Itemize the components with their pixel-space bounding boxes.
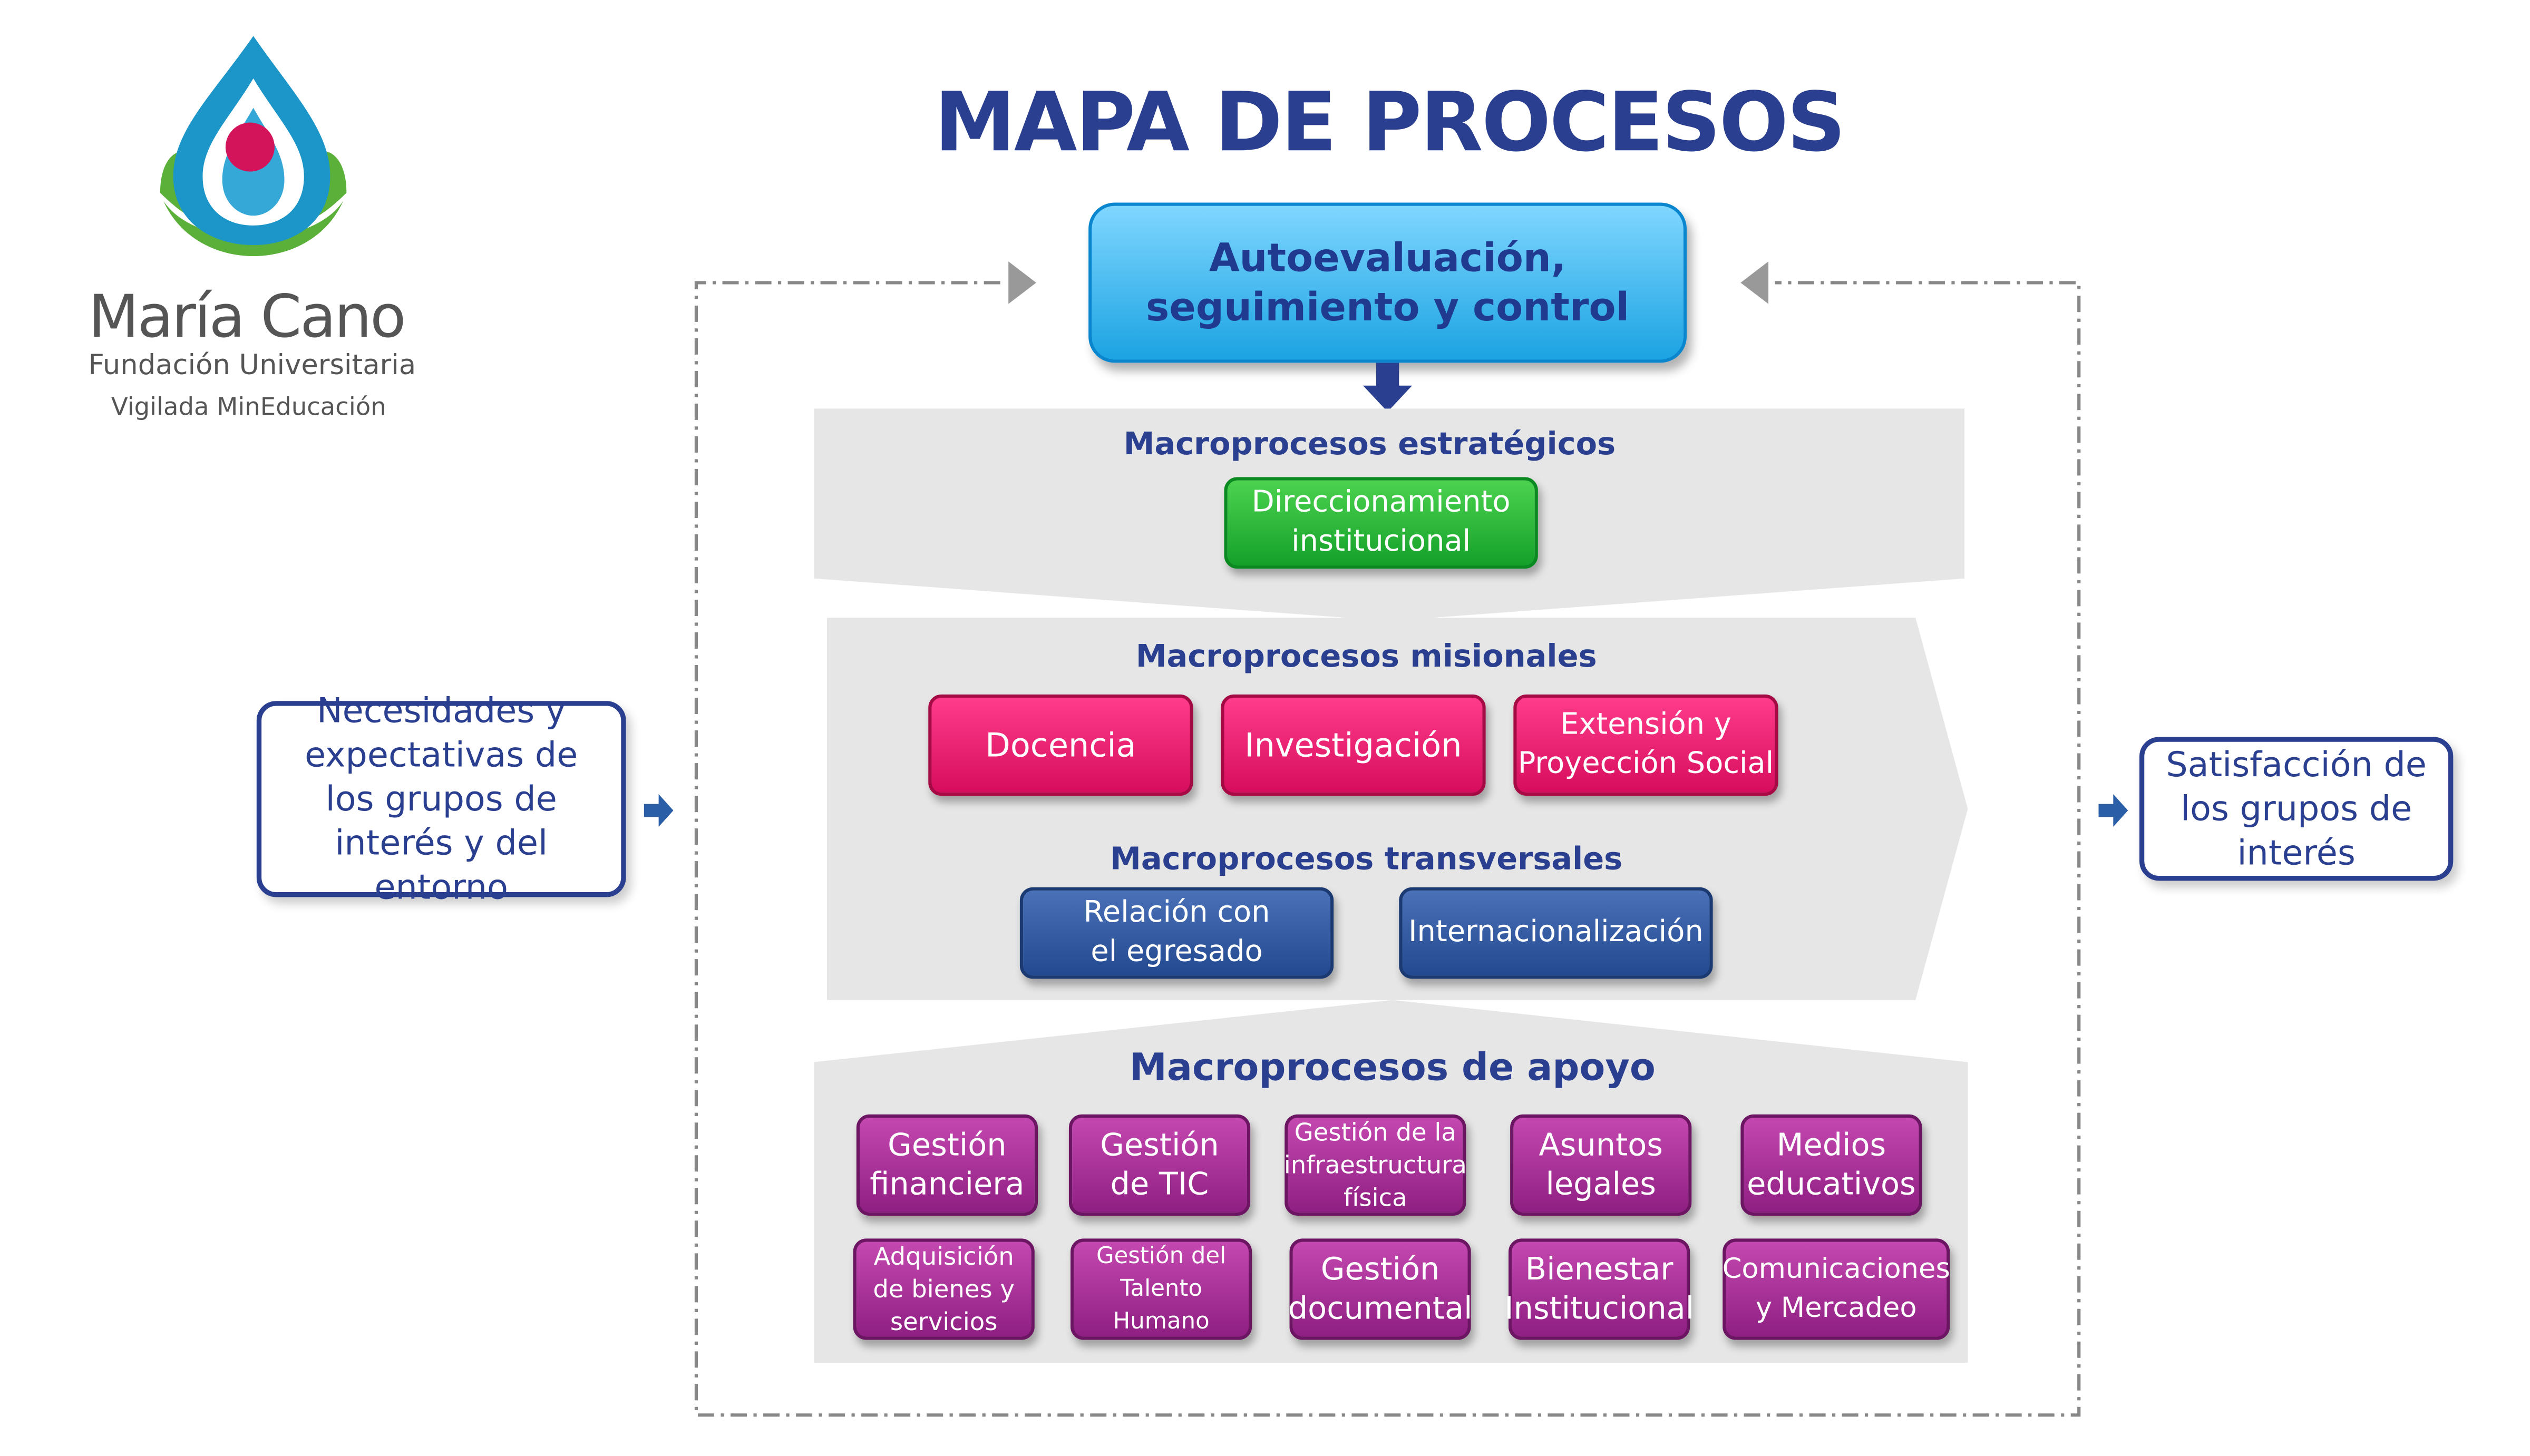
support-process-7: Gestión documental bbox=[1288, 1238, 1473, 1340]
support-process-5: Adquisición de bienes y servicios bbox=[853, 1238, 1035, 1340]
support-title: Macroprocesos de apoyo bbox=[1129, 1047, 1656, 1090]
arrow-right-icon bbox=[2098, 794, 2128, 827]
support-process-4: Medios educativos bbox=[1740, 1114, 1922, 1216]
output-satisfaction-box: Satisfacción de los grupos de interés bbox=[2139, 737, 2454, 881]
logo-icon bbox=[160, 36, 347, 257]
transversal-process-0: Relación con el egresado bbox=[1019, 887, 1334, 979]
support-process-0: Gestión financiera bbox=[856, 1114, 1038, 1216]
transversal-title: Macroprocesos transversales bbox=[1110, 841, 1623, 878]
strategic-process-0: Direccionamiento institucional bbox=[1224, 477, 1538, 569]
missional-process-2: Extensión y Proyección Social bbox=[1513, 694, 1778, 796]
logo-name: María Cano bbox=[88, 284, 406, 351]
missional-process-0: Docencia bbox=[928, 694, 1193, 796]
arrow-down-icon bbox=[1363, 363, 1413, 412]
arrow-right-icon bbox=[644, 794, 674, 827]
support-process-1: Gestión de TIC bbox=[1068, 1114, 1251, 1216]
support-process-3: Asuntos legales bbox=[1510, 1114, 1692, 1216]
logo: María Cano Fundación Universitaria Vigil… bbox=[65, 30, 458, 438]
transversal-process-1: Internacionalización bbox=[1399, 887, 1713, 979]
input-needs-box: Necesidades y expectativas de los grupos… bbox=[256, 690, 626, 906]
support-process-2: Gestión de la infraestructura física bbox=[1284, 1114, 1467, 1216]
missional-title: Macroprocesos misionales bbox=[1135, 639, 1597, 675]
strategic-title: Macroprocesos estratégicos bbox=[1123, 426, 1616, 463]
missional-process-1: Investigación bbox=[1221, 694, 1486, 796]
logo-tagline: Vigilada MinEducación bbox=[111, 392, 386, 422]
support-process-6: Gestión del Talento Humano bbox=[1071, 1238, 1252, 1340]
page-title: MAPA DE PROCESOS bbox=[934, 75, 1846, 170]
logo-subtitle: Fundación Universitaria bbox=[88, 349, 416, 383]
self-evaluation-box: Autoevaluación, seguimiento y control bbox=[1088, 202, 1687, 363]
support-process-8: Bienestar Institucional bbox=[1504, 1238, 1694, 1340]
support-process-9: Comunicaciones y Mercadeo bbox=[1723, 1238, 1950, 1340]
